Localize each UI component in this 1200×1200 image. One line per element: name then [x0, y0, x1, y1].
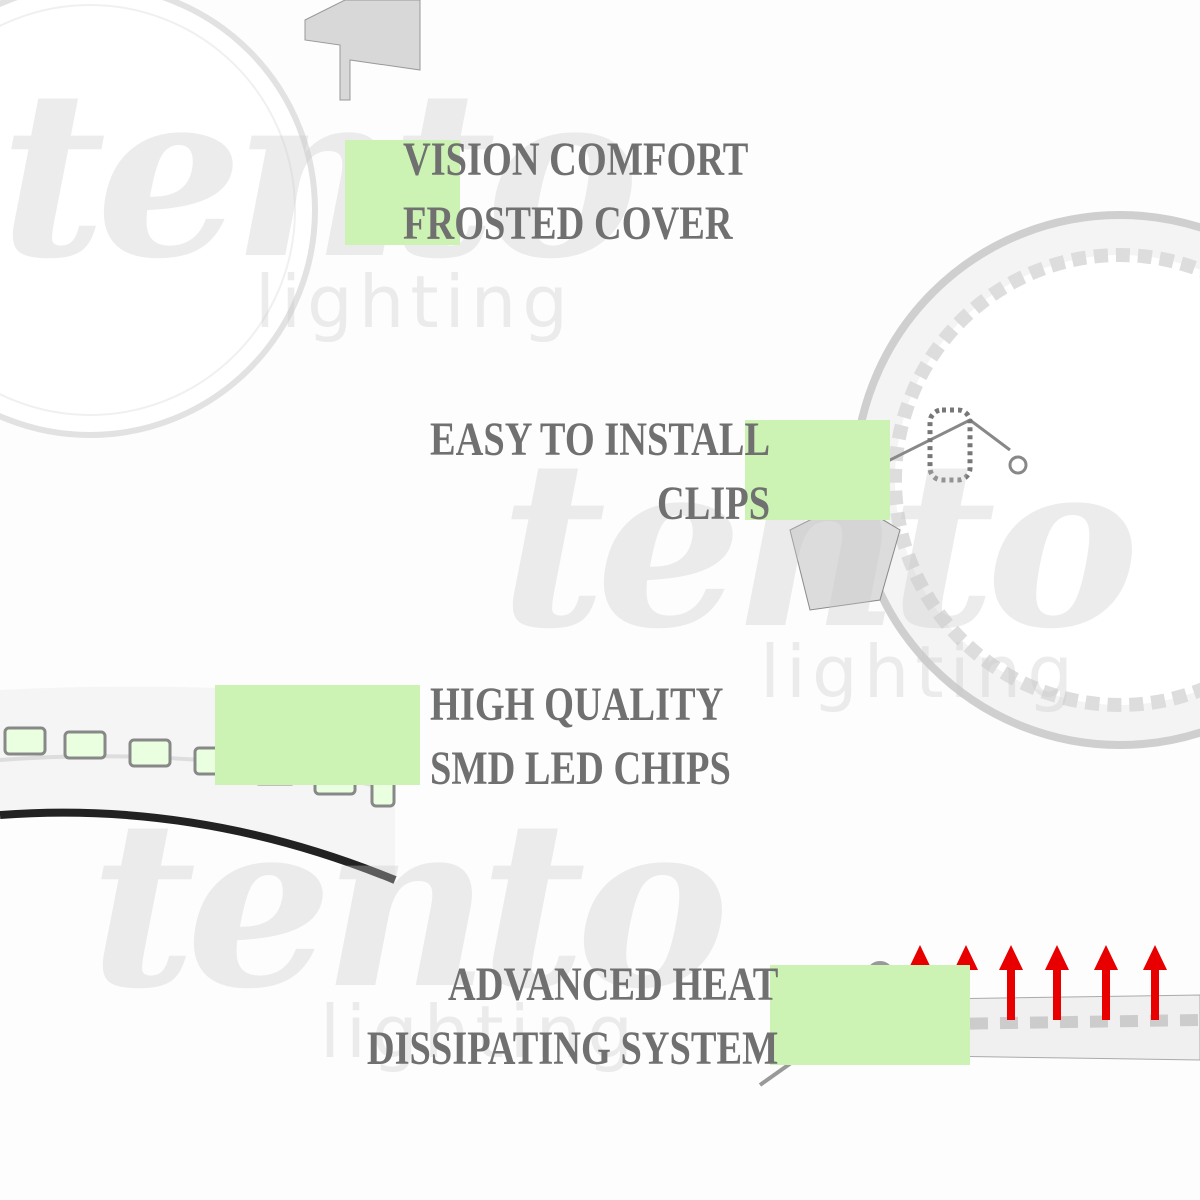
arrow-up-icon — [1045, 945, 1069, 1020]
feature-led-chips: HIGH QUALITY SMD LED CHIPS — [430, 673, 731, 801]
highlight-box — [770, 965, 970, 1065]
highlight-box — [215, 685, 420, 785]
feature-line: SMD LED CHIPS — [430, 742, 731, 795]
watermark-brand: tento — [90, 770, 729, 1040]
arrow-up-icon — [1143, 945, 1167, 1020]
watermark: tento lighting — [90, 770, 729, 1074]
watermark-sub: lighting — [760, 630, 1079, 714]
feature-install-clips: EASY TO INSTALL CLIPS — [430, 408, 770, 536]
feature-line: DISSIPATING SYSTEM — [366, 1022, 778, 1075]
watermark-brand: tento — [0, 40, 639, 310]
highlight-box — [345, 140, 460, 245]
feature-heat-dissipation: ADVANCED HEAT DISSIPATING SYSTEM — [367, 953, 778, 1081]
watermark-sub: lighting — [320, 990, 639, 1074]
arrow-up-icon — [999, 945, 1023, 1020]
watermark-sub: lighting — [255, 260, 574, 344]
feature-line: EASY TO INSTALL — [429, 413, 770, 466]
feature-line: FROSTED COVER — [403, 197, 733, 250]
frosted-cover-panel — [0, 0, 421, 438]
feature-frosted-cover: VISION COMFORT FROSTED COVER — [403, 128, 748, 256]
feature-line: HIGH QUALITY — [430, 678, 724, 731]
highlight-box — [745, 420, 890, 520]
arrow-up-icon — [1094, 945, 1118, 1020]
install-clips-panel — [789, 211, 1200, 749]
feature-line: ADVANCED HEAT — [447, 958, 778, 1011]
feature-line: VISION COMFORT — [403, 133, 749, 186]
feature-line: CLIPS — [656, 477, 770, 530]
watermark: tento lighting — [0, 40, 639, 344]
